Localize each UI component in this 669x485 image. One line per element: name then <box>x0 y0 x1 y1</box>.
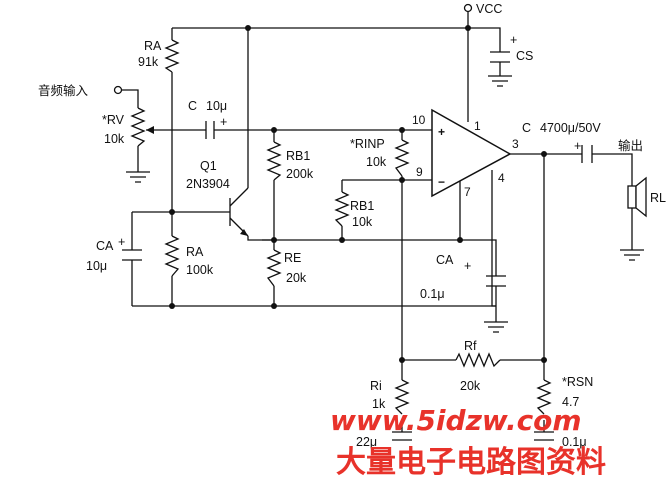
pin-7: 7 <box>464 185 471 199</box>
labels: RA 91k *RV 10k C 10μ + Q1 2N3904 RB1 200… <box>86 33 666 449</box>
rl-name: RL <box>650 191 666 205</box>
wire-input <box>118 89 139 108</box>
q1-transistor <box>229 187 249 237</box>
wire-emitter <box>247 236 274 241</box>
ci-value: 22μ <box>356 435 377 449</box>
rinp-name: *RINP <box>350 137 385 151</box>
c-in-value: 10μ <box>206 99 227 113</box>
rsn-resistor <box>536 379 552 415</box>
ra-bottom-name: RA <box>186 245 204 259</box>
ri-name: Ri <box>370 379 382 393</box>
wire-cs <box>468 27 501 52</box>
vcc-label: VCC <box>476 2 502 16</box>
wire-bottom-caps <box>401 420 545 432</box>
ca-left-name: CA <box>96 239 114 253</box>
ra-bottom-resistor <box>164 235 180 277</box>
rv-wiper <box>146 126 154 134</box>
q1-part: 2N3904 <box>186 177 230 191</box>
ra-top-value: 91k <box>138 55 159 69</box>
c-out-capacitor <box>581 145 593 163</box>
q1-name: Q1 <box>200 159 217 173</box>
c-out-value: 4700μ/50V <box>540 121 601 135</box>
grounds <box>126 75 644 333</box>
pin-9: 9 <box>416 165 423 179</box>
ground-icon <box>488 75 512 87</box>
c-in-capacitor <box>205 121 215 139</box>
wire-ca-mid <box>460 239 497 276</box>
csn-value: 0.1μ <box>562 435 587 449</box>
input-terminal: 音频输入 <box>38 83 123 98</box>
watermark-url: www.5idzw.com <box>330 404 582 437</box>
rv-resistor <box>130 107 146 147</box>
opamp-minus: − <box>438 175 445 189</box>
rf-resistor <box>455 352 501 368</box>
rb1-top-resistor <box>266 141 282 181</box>
rinp-value: 10k <box>366 155 387 169</box>
rf-name: Rf <box>464 339 477 353</box>
opamp-plus: + <box>438 125 445 139</box>
c-in-name: C <box>188 99 197 113</box>
pin-1: 1 <box>474 119 481 133</box>
rf-value: 20k <box>460 379 481 393</box>
rinp-resistor <box>394 139 410 177</box>
c-in-pol: + <box>220 115 227 129</box>
rb1-mid-name: RB1 <box>350 199 374 213</box>
c-out-pol: + <box>574 139 581 153</box>
ca-left-pol: + <box>118 235 125 249</box>
rb1-top-value: 200k <box>286 167 314 181</box>
pin-3: 3 <box>512 137 519 151</box>
rb1-top-name: RB1 <box>286 149 310 163</box>
ground-icon <box>620 249 644 261</box>
rsn-value: 4.7 <box>562 395 579 409</box>
ground-icon <box>126 171 150 183</box>
ca-mid-pol: + <box>464 259 471 273</box>
re-resistor <box>266 249 282 287</box>
cs-name: CS <box>516 49 533 63</box>
capacitors <box>122 51 593 441</box>
ri-value: 1k <box>372 397 386 411</box>
rv-name: *RV <box>102 113 125 127</box>
pin-10: 10 <box>412 113 426 127</box>
rv-value: 10k <box>104 132 125 146</box>
ca-left-value: 10μ <box>86 259 107 273</box>
rb1-mid-resistor <box>334 191 350 227</box>
cs-capacitor <box>490 51 510 63</box>
watermark-title: 大量电子电路图资料 <box>336 445 606 480</box>
output-label: 输出 <box>618 138 643 153</box>
pin-4: 4 <box>498 171 505 185</box>
ca-mid-name: CA <box>436 253 454 267</box>
ca-mid-capacitor <box>486 275 506 287</box>
rb1-mid-value: 10k <box>352 215 373 229</box>
vcc-terminal: VCC <box>463 2 502 16</box>
rsn-name: *RSN <box>562 375 593 389</box>
ra-top-name: RA <box>144 39 162 53</box>
opamp: + − 10 1 9 3 4 7 <box>412 108 519 199</box>
wire-to-speaker <box>592 153 633 186</box>
resistors <box>130 39 552 415</box>
ra-top-resistor <box>164 39 180 73</box>
watermark: www.5idzw.com 大量电子电路图资料 <box>330 404 606 480</box>
re-name: RE <box>284 251 301 265</box>
ca-left-capacitor <box>122 249 142 261</box>
c-out-name: C <box>522 121 531 135</box>
re-value: 20k <box>286 271 307 285</box>
speaker-icon <box>627 176 647 218</box>
wires <box>118 10 633 380</box>
input-label: 音频输入 <box>38 83 89 98</box>
cs-pol: + <box>510 33 517 47</box>
ca-mid-value: 0.1μ <box>420 287 445 301</box>
junctions <box>169 25 547 363</box>
ri-resistor <box>394 379 410 415</box>
ra-bottom-value: 100k <box>186 263 214 277</box>
ground-icon <box>484 321 508 333</box>
